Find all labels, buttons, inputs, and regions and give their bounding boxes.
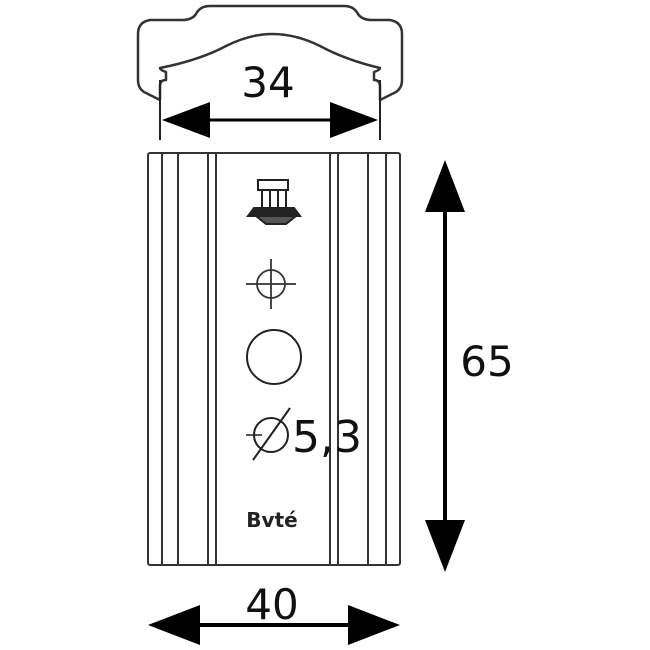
nail-icon [246, 179, 302, 225]
top-width-label: 34 [241, 58, 294, 107]
bottom-width-label: 40 [245, 580, 298, 629]
dimension-height: 65 [425, 160, 514, 572]
hole-diameter-label: 5,3 [292, 412, 362, 463]
mounting-hole-small [246, 259, 296, 309]
plate-front [147, 152, 401, 566]
rail-profile [136, 4, 404, 102]
dimension-top-width: 34 [159, 58, 381, 140]
brand-label: Bvté [246, 508, 297, 532]
dimension-bottom-width: 40 [148, 580, 400, 645]
hole-diameter-annotation: 5,3 [246, 407, 362, 463]
height-label: 65 [460, 337, 513, 386]
mounting-hole-large [246, 329, 302, 385]
